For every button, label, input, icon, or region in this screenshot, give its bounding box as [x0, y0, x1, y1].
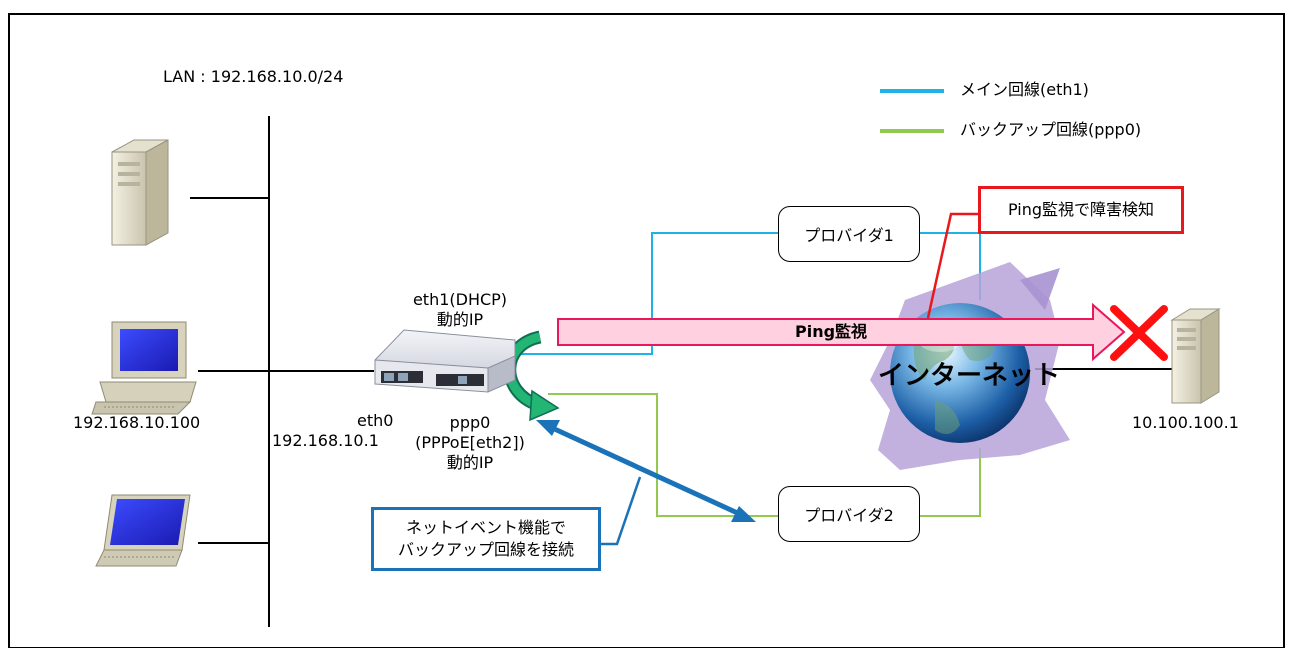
target-server-icon [1170, 308, 1221, 404]
provider2-label: プロバイダ2 [804, 506, 894, 525]
ping-arrow [557, 302, 1126, 362]
eth1-ip-label: 動的IP [436, 310, 484, 329]
eth1-label: eth1(DHCP) [412, 290, 508, 309]
backup-line-to-internet [920, 448, 981, 517]
failure-detect-callout: Ping監視で障害検知 [978, 186, 1184, 234]
eth0-label: eth0 [357, 411, 394, 430]
lan-label: LAN : 192.168.10.0/24 [163, 67, 344, 86]
provider1-label: プロバイダ1 [804, 226, 894, 245]
failure-detect-text: Ping監視で障害検知 [1007, 200, 1155, 219]
pc-ip-label: 192.168.10.100 [73, 413, 201, 432]
provider1-box: プロバイダ1 [778, 206, 920, 262]
ppp0-detail-label: (PPPoE[eth2]) [415, 433, 525, 452]
desktop-pc-icon [91, 321, 197, 415]
target-ip-label: 10.100.100.1 [1132, 413, 1239, 432]
backup-line-path [548, 393, 778, 517]
net-event-callout: ネットイベント機能で バックアップ回線を接続 [371, 507, 601, 571]
legend-backup-label: バックアップ回線(ppp0) [960, 120, 1142, 139]
internet-label: インターネット [878, 361, 1061, 391]
net-event-callout-pointer [600, 476, 642, 546]
laptop-icon [95, 494, 191, 567]
ping-arrow-label: Ping監視 [795, 322, 868, 341]
ppp0-ip-label: 動的IP [446, 453, 494, 472]
outer-frame [8, 13, 1285, 648]
failure-x-icon [1110, 305, 1168, 361]
net-event-text-line1: ネットイベント機能で [405, 518, 566, 537]
router-icon [374, 329, 516, 393]
legend-main-label: メイン回線(eth1) [960, 80, 1089, 99]
ppp0-label: ppp0 [449, 413, 491, 432]
failover-switch-arrow [503, 330, 560, 422]
provider2-box: プロバイダ2 [778, 486, 920, 542]
lan-server-icon [111, 139, 169, 246]
failure-callout-pointer [926, 212, 978, 319]
backup-connect-double-arrow [536, 420, 756, 522]
main-line-path [520, 232, 778, 355]
net-event-text-line2: バックアップ回線を接続 [397, 540, 574, 559]
eth0-ip-label: 192.168.10.1 [272, 431, 379, 450]
